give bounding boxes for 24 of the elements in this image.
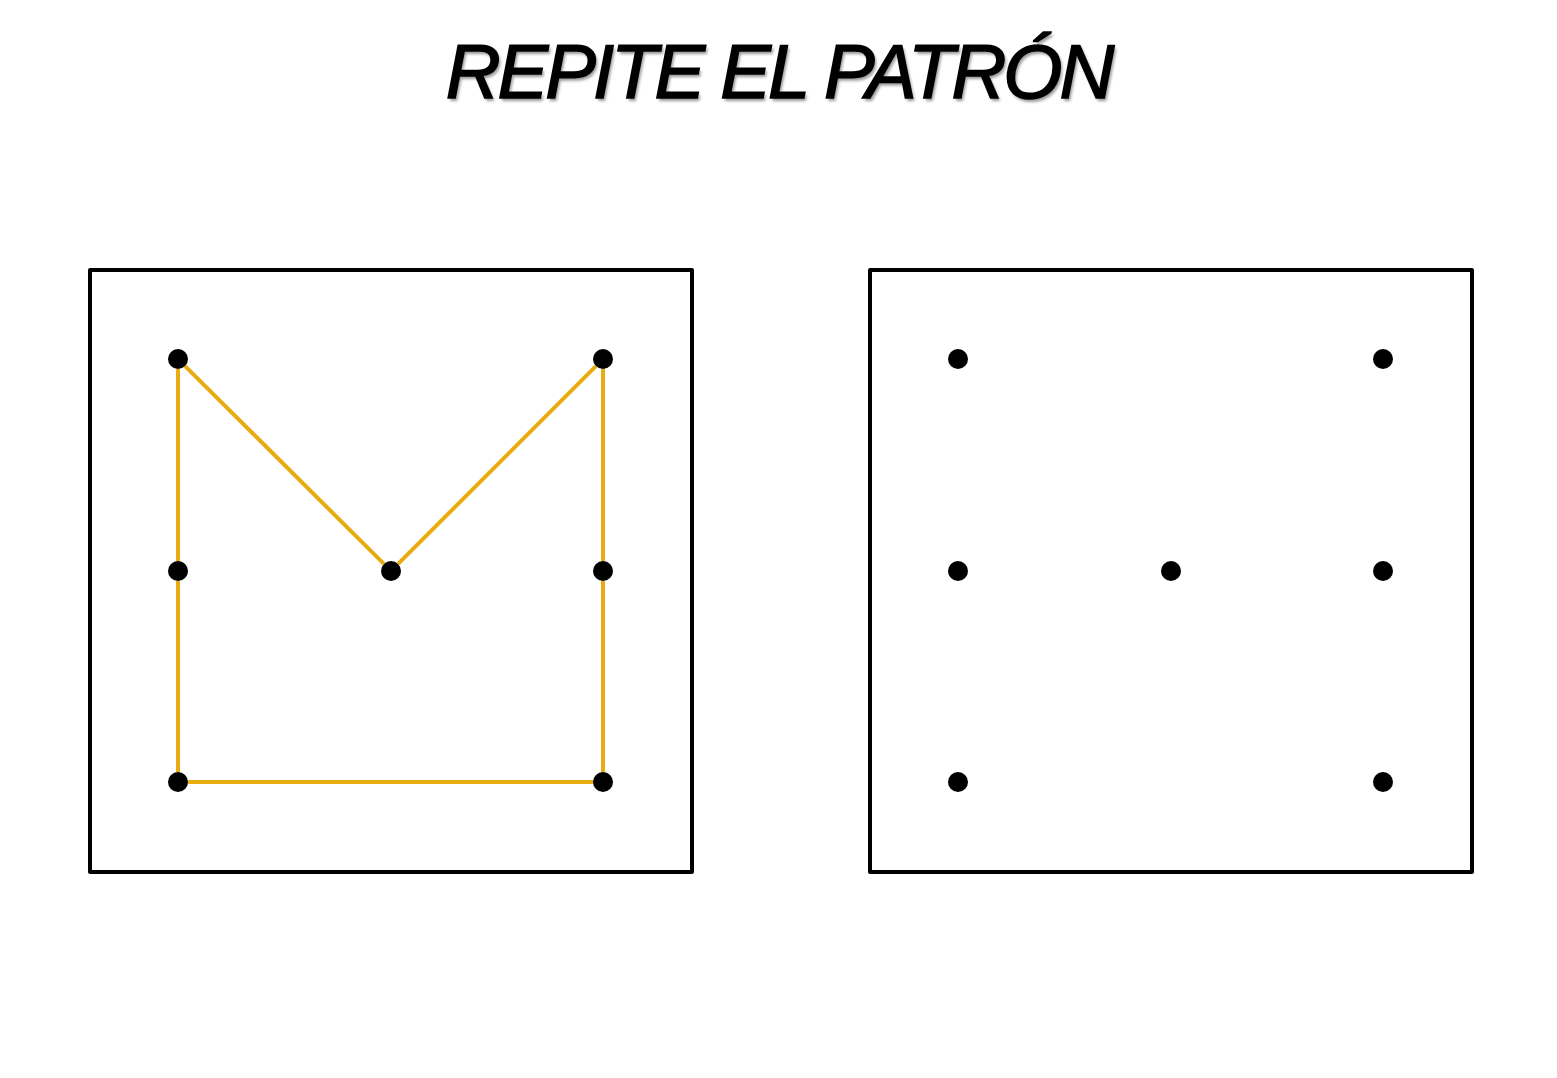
connecting-line: [176, 369, 180, 561]
dot: [948, 772, 968, 792]
dot: [1373, 772, 1393, 792]
dot: [168, 349, 188, 369]
dot: [381, 561, 401, 581]
connecting-line: [396, 364, 598, 566]
dot: [593, 349, 613, 369]
title: REPITE EL PATRÓN: [445, 28, 1112, 116]
connecting-line: [601, 369, 605, 561]
dot: [1373, 561, 1393, 581]
pattern-frame: [868, 268, 1474, 874]
connecting-line: [188, 780, 593, 784]
dot: [1161, 561, 1181, 581]
connecting-line: [601, 581, 605, 772]
pattern-frame: [88, 268, 694, 874]
dot: [593, 561, 613, 581]
connecting-line: [183, 364, 386, 566]
dot: [593, 772, 613, 792]
dot: [948, 349, 968, 369]
dot: [948, 561, 968, 581]
dot: [1373, 349, 1393, 369]
dot: [168, 561, 188, 581]
dot: [168, 772, 188, 792]
connecting-line: [176, 581, 180, 772]
